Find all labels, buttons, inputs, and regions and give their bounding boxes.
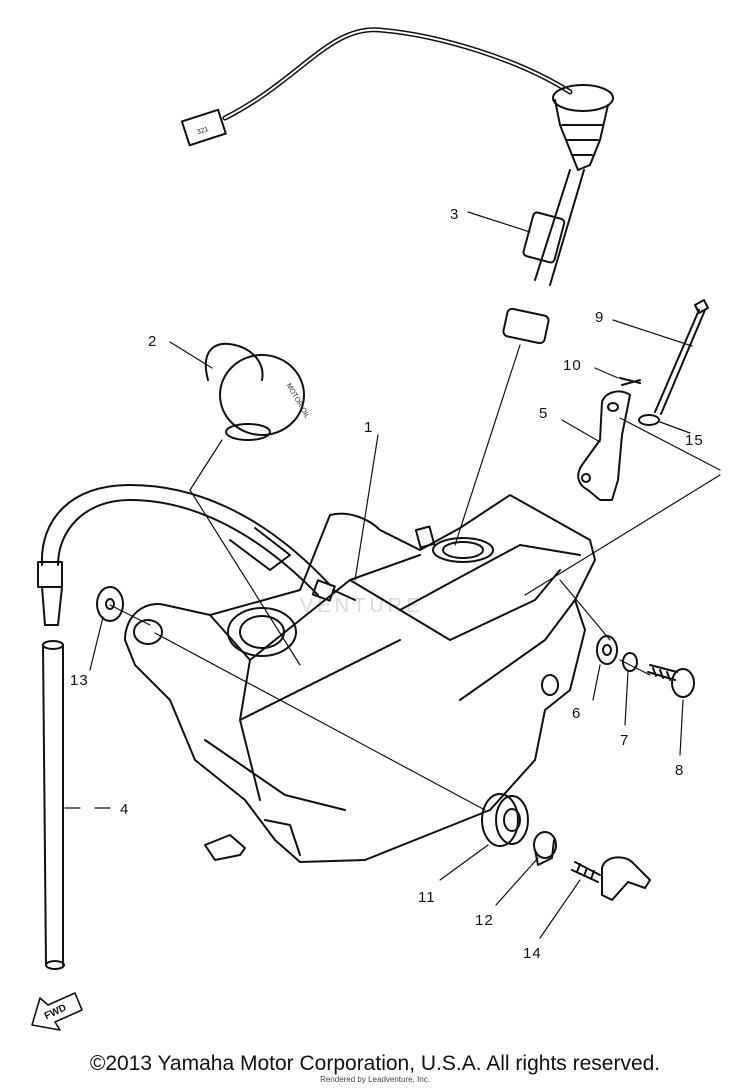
leader-lines bbox=[64, 211, 693, 939]
cap-text: MOTOR OIL bbox=[285, 382, 311, 419]
wing-bolt bbox=[571, 856, 651, 901]
render-credit: Rendered by Leadventure, Inc. bbox=[320, 1075, 430, 1084]
callout-15: 15 bbox=[685, 432, 704, 449]
oil-cap: MOTOR OIL bbox=[189, 342, 311, 666]
callout-10: 10 bbox=[563, 357, 582, 374]
collar bbox=[533, 831, 557, 866]
oil-hose bbox=[42, 640, 65, 970]
bracket-bolt bbox=[654, 299, 709, 415]
callout-6: 6 bbox=[572, 705, 581, 722]
connector-text: 321 bbox=[196, 126, 209, 136]
callout-2: 2 bbox=[148, 333, 157, 350]
breather-hose bbox=[37, 484, 331, 626]
callout-14: 14 bbox=[523, 945, 542, 962]
callout-5: 5 bbox=[539, 405, 548, 422]
bolt bbox=[647, 664, 695, 698]
oil-level-gauge: 321 bbox=[180, 27, 614, 546]
copyright-notice: ©2013 Yamaha Motor Corporation, U.S.A. A… bbox=[89, 1052, 661, 1075]
oil-tank bbox=[109, 474, 721, 863]
mounting-bracket bbox=[577, 390, 721, 501]
callout-11: 11 bbox=[418, 889, 436, 906]
callout-3: 3 bbox=[450, 206, 459, 223]
callout-7: 7 bbox=[620, 732, 629, 749]
callout-4: 4 bbox=[120, 801, 129, 818]
callout-1: 1 bbox=[364, 419, 373, 436]
callout-13: 13 bbox=[70, 672, 89, 689]
grommet bbox=[481, 793, 529, 847]
lock-washer bbox=[622, 652, 638, 672]
cotter-pin bbox=[619, 377, 641, 386]
rubber-damper bbox=[96, 586, 124, 622]
fwd-label: FWD bbox=[43, 1002, 68, 1022]
callout-12: 12 bbox=[475, 912, 494, 929]
fwd-arrow-icon: FWD bbox=[31, 992, 83, 1031]
washer bbox=[596, 635, 618, 665]
o-ring bbox=[638, 414, 660, 426]
callout-9: 9 bbox=[595, 309, 604, 326]
callout-8: 8 bbox=[675, 762, 684, 779]
